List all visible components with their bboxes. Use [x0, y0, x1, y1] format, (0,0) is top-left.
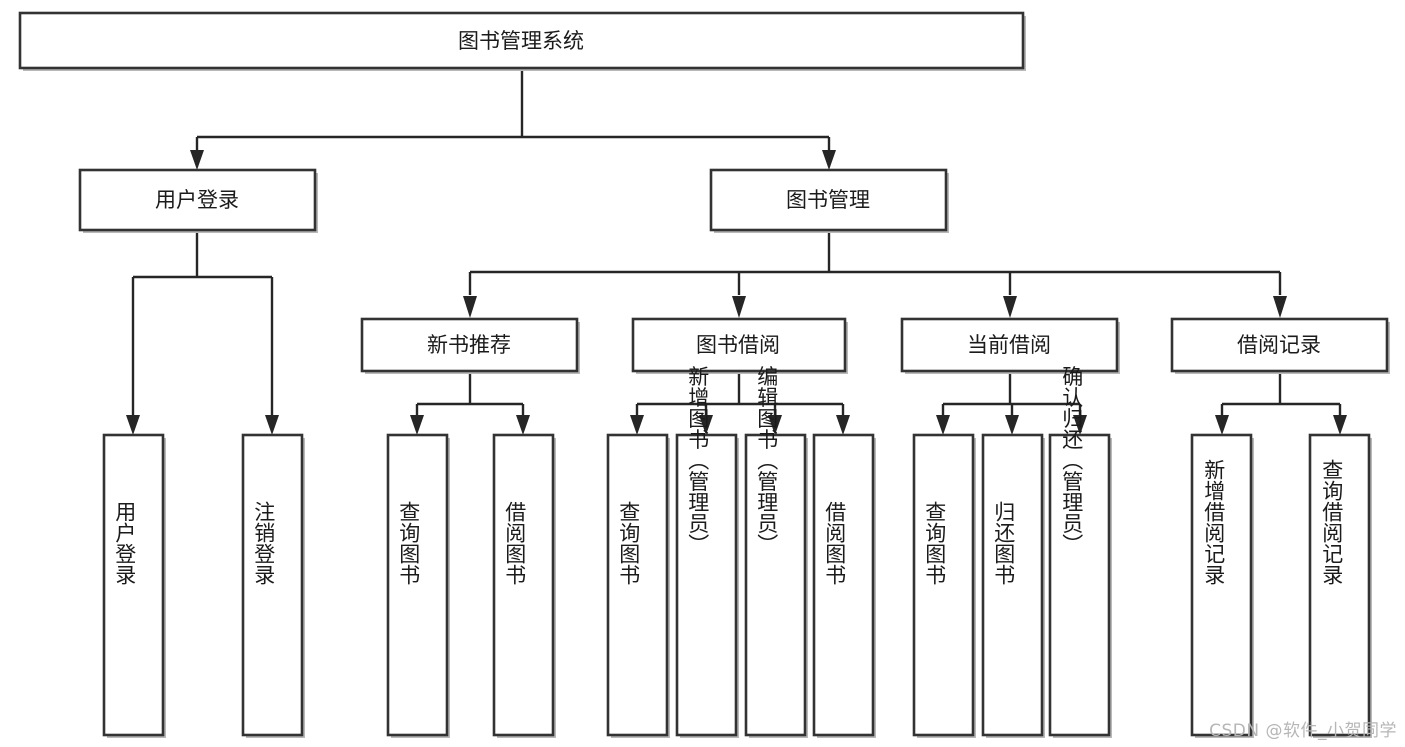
arrowhead-currentborrow [1003, 296, 1017, 318]
arrowhead-bookborrow [732, 296, 746, 318]
leaf-currentborrow-confirm-return-label: 确认归还（管理员） [1060, 366, 1084, 555]
arrowhead-newbook [463, 296, 477, 318]
leaf-newbook-borrow-book[interactable]: 借阅图书 [492, 433, 556, 738]
node-user-login[interactable]: 用户登录 [78, 168, 318, 233]
arrowhead-leaf-user-login [126, 415, 140, 435]
arrowhead-newbook-l2 [516, 415, 530, 435]
leaf-bookborrow-edit-book-label: 编辑图书（管理员） [755, 366, 779, 555]
leaf-currentborrow-confirm-return[interactable]: 确认归还（管理员） [1048, 366, 1112, 739]
leaf-user-login[interactable]: 用户登录 [102, 433, 166, 738]
arrowhead-currentborrow-l2 [1005, 415, 1019, 435]
node-borrow-record-label: 借阅记录 [1237, 333, 1321, 357]
arrowhead-bookborrow-l3 [768, 415, 782, 435]
node-book-management-label: 图书管理 [786, 188, 870, 212]
leaf-bookborrow-add-book[interactable]: 新增图书（管理员） [675, 366, 739, 739]
node-borrow-record[interactable]: 借阅记录 [1170, 317, 1390, 374]
node-new-book-recommend-label: 新书推荐 [427, 333, 511, 357]
node-current-borrow-label: 当前借阅 [967, 333, 1051, 357]
leaf-currentborrow-query-book-label: 查询图书 [923, 501, 947, 585]
edges-layer [126, 68, 1347, 435]
leaf-newbook-query-book[interactable]: 查询图书 [386, 433, 450, 738]
leaf-currentborrow-return-book-label: 归还图书 [992, 501, 1016, 585]
leaf-bookborrow-borrow-book-label: 借阅图书 [823, 501, 847, 585]
arrowhead-bookborrow-l4 [836, 415, 850, 435]
arrowhead-borrowrecord-l2 [1333, 415, 1347, 435]
node-current-borrow[interactable]: 当前借阅 [900, 317, 1120, 374]
leaf-bookborrow-edit-book[interactable]: 编辑图书（管理员） [744, 366, 808, 739]
node-root[interactable]: 图书管理系统 [18, 11, 1026, 71]
arrowhead-leaf-logout [265, 415, 279, 435]
leaf-currentborrow-return-book[interactable]: 归还图书 [981, 433, 1045, 738]
leaf-borrowrecord-query-record[interactable]: 查询借阅记录 [1308, 433, 1372, 738]
leaf-logout-label: 注销登录 [252, 501, 276, 585]
leaf-currentborrow-query-book[interactable]: 查询图书 [912, 433, 976, 738]
leaf-bookborrow-query-book-label: 查询图书 [617, 501, 641, 585]
arrowhead-borrowrecord-l1 [1215, 415, 1229, 435]
leaf-borrowrecord-query-record-label: 查询借阅记录 [1320, 459, 1344, 585]
node-user-login-label: 用户登录 [155, 188, 239, 212]
arrowhead-currentborrow-l1 [936, 415, 950, 435]
leaf-borrowrecord-add-record-label: 新增借阅记录 [1202, 459, 1226, 585]
node-book-borrow[interactable]: 图书借阅 [631, 317, 848, 374]
leaf-logout[interactable]: 注销登录 [241, 433, 305, 738]
arrowhead-newbook-l1 [410, 415, 424, 435]
leaf-newbook-query-book-label: 查询图书 [397, 501, 421, 585]
arrowhead-borrowrecord [1273, 296, 1287, 318]
node-new-book-recommend[interactable]: 新书推荐 [360, 317, 580, 374]
leaf-bookborrow-add-book-label: 新增图书（管理员） [686, 366, 710, 555]
leaf-newbook-borrow-book-label: 借阅图书 [503, 501, 527, 585]
leaf-bookborrow-query-book[interactable]: 查询图书 [606, 433, 670, 738]
arrowhead-bookborrow-l1 [630, 415, 644, 435]
node-book-management[interactable]: 图书管理 [709, 168, 949, 233]
leaf-bookborrow-borrow-book[interactable]: 借阅图书 [812, 433, 876, 738]
leaf-user-login-label: 用户登录 [113, 501, 137, 585]
node-book-borrow-label: 图书借阅 [696, 333, 780, 357]
node-root-label: 图书管理系统 [458, 29, 584, 53]
leaf-borrowrecord-add-record[interactable]: 新增借阅记录 [1190, 433, 1254, 738]
arrowhead-bookborrow-l2 [699, 415, 713, 435]
arrowhead-book-mgmt [822, 150, 836, 170]
arrowhead-currentborrow-l3 [1073, 415, 1087, 435]
arrowhead-user-login [190, 150, 204, 170]
